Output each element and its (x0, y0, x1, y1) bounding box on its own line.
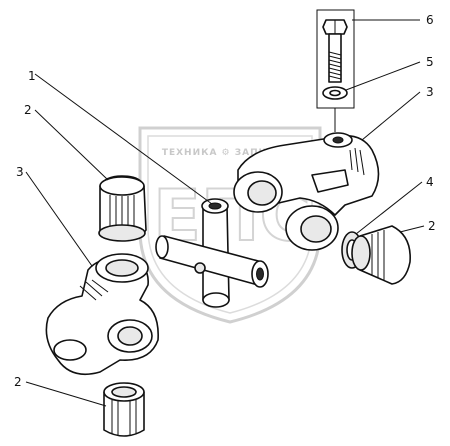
spider-bottom-journal (202, 292, 230, 308)
callout-labels: 1 2 3 2 6 5 3 4 2 (14, 13, 436, 389)
leader-5 (345, 61, 421, 91)
leader-3a (25, 171, 93, 267)
callout-3-left: 3 (16, 165, 24, 179)
watermark-brand-text: ТЕХНИКА ⚙ ЗАПЧАСТИ (162, 148, 298, 158)
bearing-cup-upper-rim (98, 224, 146, 242)
callout-2-upper: 2 (24, 103, 32, 117)
yoke-left-lower-eye-bore (117, 326, 143, 346)
yoke-left-part-3 (45, 253, 159, 376)
lock-washer-hole (329, 89, 341, 97)
callout-4: 4 (426, 175, 434, 189)
callout-2-right: 2 (428, 219, 436, 233)
bearing-cup-right-face (351, 235, 371, 271)
bearing-cup-right-part-2 (351, 225, 411, 285)
spider-top-hole (208, 202, 222, 210)
bolt-part-6 (316, 9, 355, 132)
callout-3-right: 3 (426, 85, 434, 99)
leader-1 (34, 73, 213, 205)
yoke-right-slot (311, 169, 349, 193)
leader-2b (25, 381, 107, 407)
callout-2-lower: 2 (14, 375, 22, 389)
leader-lines (25, 19, 425, 407)
yoke-left-hub-bore (53, 339, 87, 361)
spider-grease-fitting (194, 262, 206, 274)
yoke-right-part-3 (233, 132, 380, 251)
bearing-cup-lower-body (103, 391, 145, 437)
bearing-cup-upper-part-2 (98, 175, 147, 242)
callout-5: 5 (426, 55, 434, 69)
callout-6: 6 (426, 13, 434, 27)
leader-2a (34, 109, 109, 181)
spider-cross-part-1 (155, 198, 269, 308)
spider-right-hole (256, 267, 264, 281)
yoke-right-bolt-hole (332, 136, 344, 144)
yoke-right-left-eye-inner (247, 180, 277, 206)
bearing-cup-upper-top (99, 176, 145, 196)
leader-2c (399, 225, 425, 233)
yoke-left-upper-eye-bore (105, 259, 139, 277)
callout-1: 1 (28, 69, 36, 83)
bearing-cup-lower-part-2 (103, 382, 145, 437)
leader-3b (361, 91, 421, 141)
spider-left-journal (155, 235, 169, 259)
leader-4 (355, 181, 423, 235)
bearing-cup-right-body (359, 225, 411, 285)
bearing-cup-lower-bore (111, 386, 137, 398)
yoke-right-lower-eye-inner (300, 215, 332, 243)
bolt-thread (328, 51, 342, 80)
